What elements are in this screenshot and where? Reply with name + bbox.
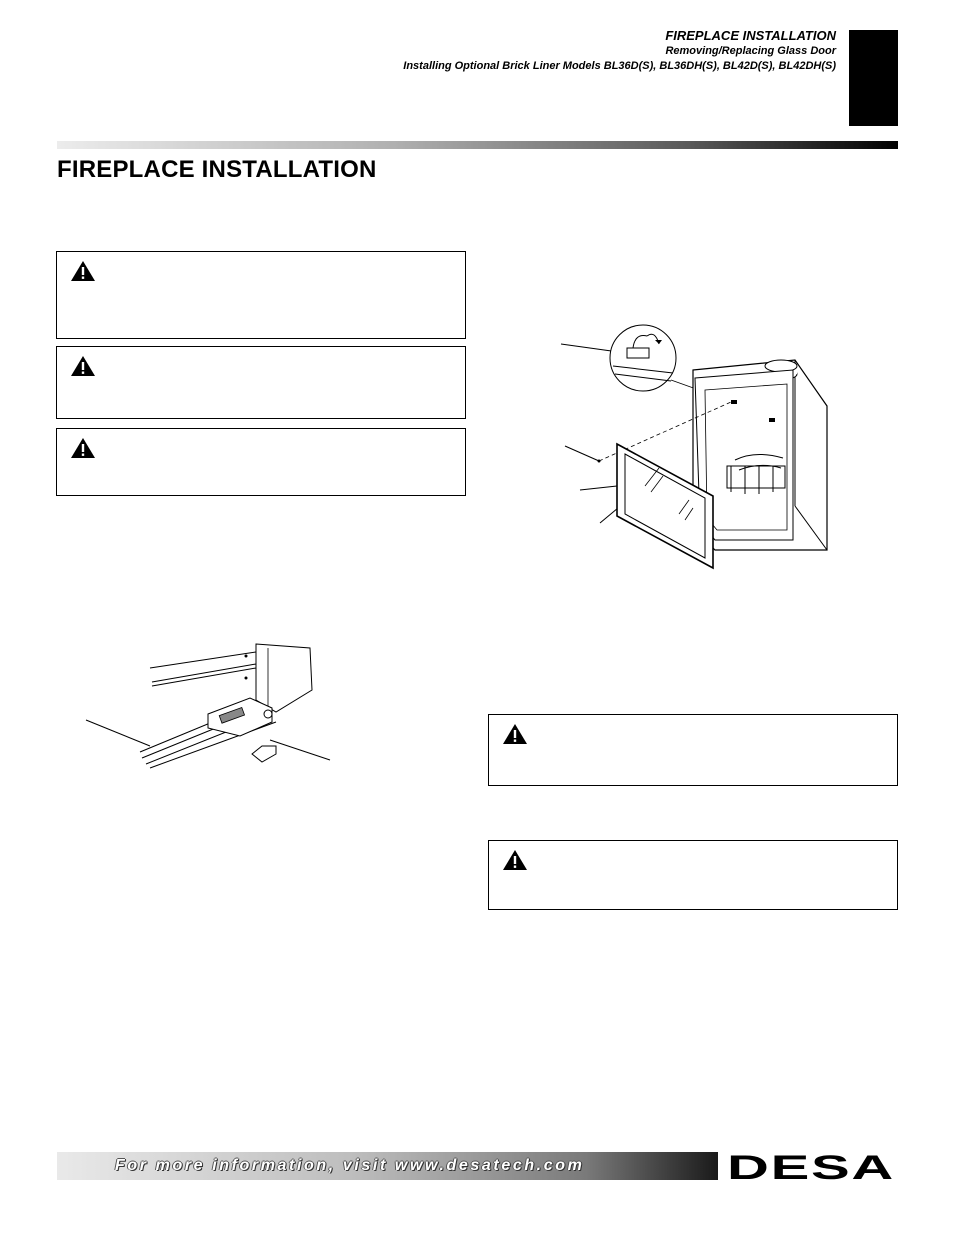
- warning-box-4: [488, 714, 898, 786]
- warning-triangle-icon: [503, 850, 527, 870]
- desa-logo: DESA: [727, 1150, 895, 1182]
- warning-triangle-icon: [71, 438, 95, 458]
- warning-box-5: [488, 840, 898, 910]
- running-header: FIREPLACE INSTALLATION Removing/Replacin…: [403, 28, 836, 74]
- figure-glass-door-removal: [560, 324, 828, 570]
- header-subtitle-brick-liner: Installing Optional Brick Liner Models B…: [403, 60, 836, 72]
- header-title: FIREPLACE INSTALLATION: [665, 28, 836, 43]
- warning-triangle-icon: [71, 261, 95, 281]
- section-tab: [849, 30, 898, 126]
- figure-door-latch: [85, 643, 331, 769]
- warning-triangle-icon: [71, 356, 95, 376]
- page-title: FIREPLACE INSTALLATION: [57, 156, 377, 183]
- footer-bar: [57, 1152, 718, 1180]
- warning-box-2: [56, 346, 466, 419]
- warning-box-3: [56, 428, 466, 496]
- warning-triangle-icon: [503, 724, 527, 744]
- footer-info-link[interactable]: For more information, visit www.desatech…: [115, 1157, 585, 1174]
- header-subtitle-glass-door: Removing/Replacing Glass Door: [665, 45, 836, 57]
- desa-logo-text: DESA: [727, 1150, 895, 1182]
- warning-box-1: [56, 251, 466, 339]
- header-rule: [57, 141, 898, 149]
